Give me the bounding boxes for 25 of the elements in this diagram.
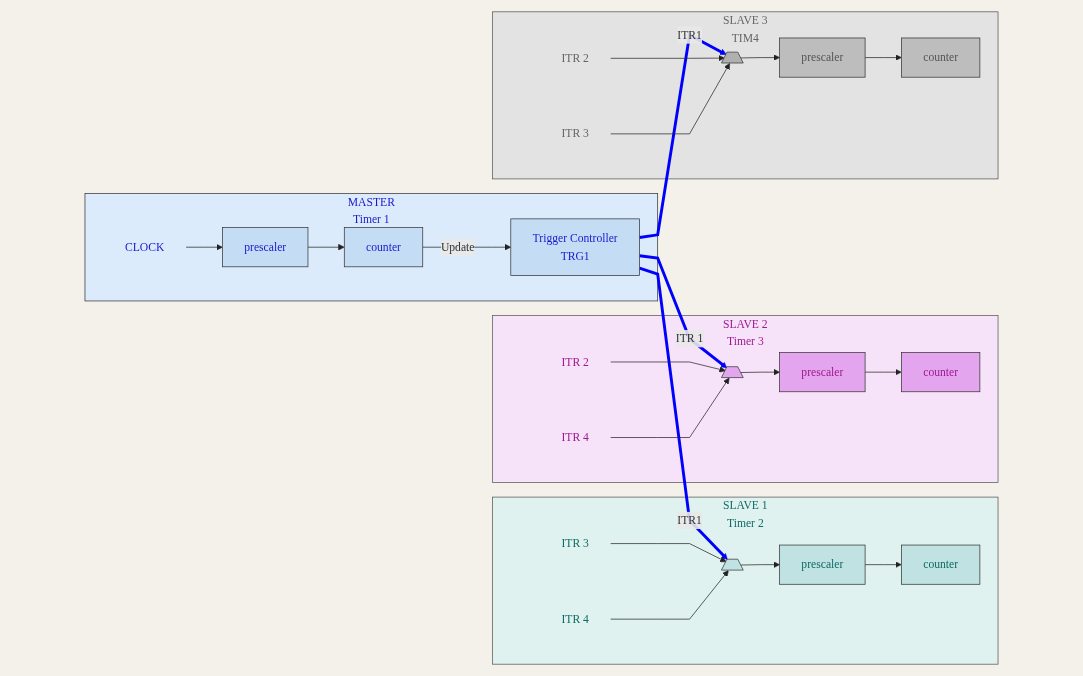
node-box: counter <box>901 37 981 78</box>
edge-label: ITR1 <box>677 513 702 527</box>
node-text: ITR 4 <box>561 612 589 625</box>
node-trapezoid <box>721 558 744 571</box>
edge-label: Update <box>440 240 475 253</box>
edge-label: ITR1 <box>677 28 702 41</box>
node-box: prescaler <box>222 227 309 268</box>
node-box: prescaler <box>779 544 866 585</box>
edge-label: ITR 1 <box>675 332 704 345</box>
node-text: CLOCK <box>124 240 165 253</box>
node-box: counter <box>901 352 981 393</box>
node-text: ITR 2 <box>561 355 589 368</box>
node-box: Trigger Controller TRG1 <box>510 218 640 276</box>
node-box: counter <box>343 227 424 268</box>
node-text: ITR 3 <box>561 127 589 140</box>
arrow <box>639 254 728 369</box>
node-box: counter <box>901 544 981 585</box>
node-trapezoid <box>721 51 744 64</box>
node-text: ITR 2 <box>561 51 589 65</box>
arrow <box>639 266 728 560</box>
node-box: prescaler <box>779 352 866 393</box>
node-text: ITR 3 <box>561 537 589 550</box>
node-box: prescaler <box>779 37 866 78</box>
node-trapezoid <box>721 366 744 378</box>
node-text: ITR 4 <box>561 430 589 444</box>
